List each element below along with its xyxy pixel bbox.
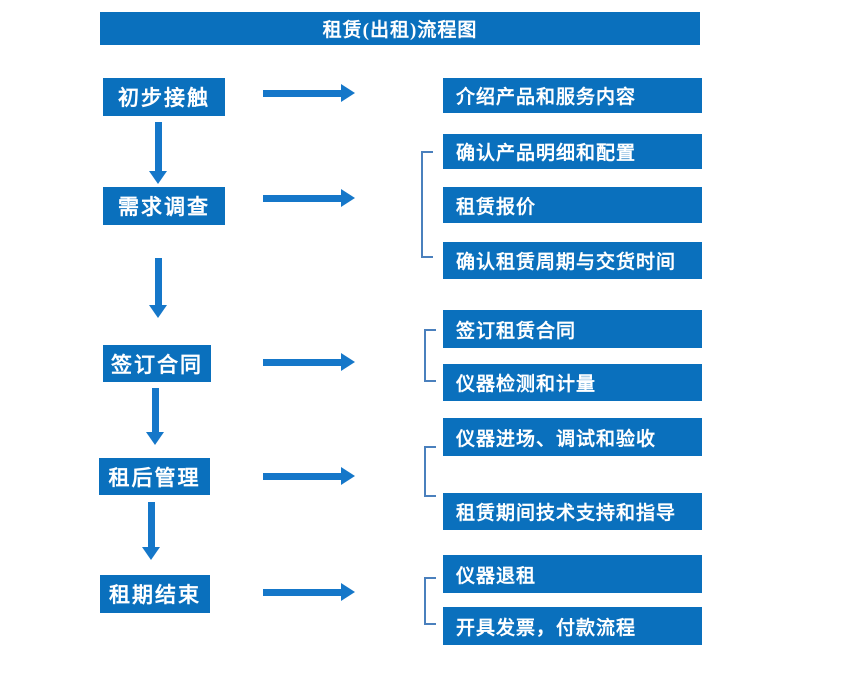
detail-box-instrument-setup-accept: 仪器进场、调试和验收 [443, 418, 702, 456]
detail-box-tech-support-guidance: 租赁期间技术支持和指导 [443, 493, 702, 530]
flowchart-title: 租赁(出租)流程图 [100, 12, 700, 45]
detail-box-confirm-product-config: 确认产品明细和配置 [443, 134, 702, 169]
detail-box-sign-rental-contract: 签订租赁合同 [443, 310, 702, 348]
detail-box-instrument-return: 仪器退租 [443, 555, 702, 593]
step-box-sign-contract: 签订合同 [103, 345, 211, 382]
detail-box-introduce-product-service: 介绍产品和服务内容 [443, 78, 702, 113]
step-box-demand-survey: 需求调查 [103, 187, 225, 225]
arrow-right-icon [263, 467, 355, 485]
detail-box-confirm-period-delivery: 确认租赁周期与交货时间 [443, 242, 702, 279]
step-box-initial-contact: 初步接触 [103, 78, 225, 116]
step-box-rental-end: 租期结束 [100, 575, 210, 613]
bracket-connector [421, 151, 433, 258]
detail-box-rental-quote: 租赁报价 [443, 187, 702, 223]
detail-box-invoice-payment: 开具发票，付款流程 [443, 607, 702, 645]
arrow-right-icon [263, 84, 355, 102]
step-box-post-rental-mgmt: 租后管理 [99, 458, 210, 495]
detail-box-instrument-inspection: 仪器检测和计量 [443, 364, 702, 401]
arrow-down-icon [149, 258, 167, 318]
bracket-connector [424, 577, 436, 625]
arrow-right-icon [263, 353, 355, 371]
arrow-down-icon [146, 388, 164, 445]
arrow-down-icon [149, 122, 167, 184]
bracket-connector [424, 329, 436, 382]
arrow-right-icon [263, 189, 355, 207]
arrow-right-icon [263, 583, 355, 601]
bracket-connector [424, 446, 436, 497]
arrow-down-icon [142, 502, 160, 560]
